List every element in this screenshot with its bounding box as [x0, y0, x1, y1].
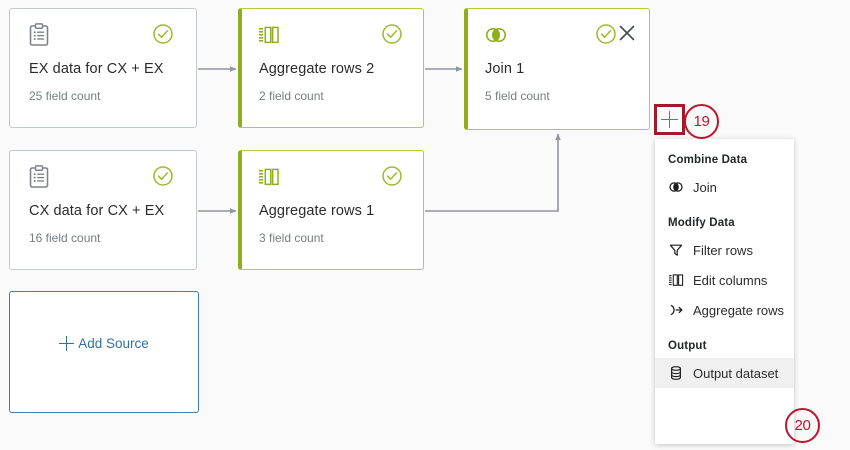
- join-icon: [484, 23, 506, 47]
- node-title: Join 1: [485, 61, 525, 77]
- menu-item-label: Aggregate rows: [693, 302, 785, 318]
- edit-columns-icon: [258, 165, 280, 189]
- menu-heading-output: Output: [668, 340, 707, 352]
- node-cx-data[interactable]: CX data for CX + EX 16 field count: [9, 150, 197, 270]
- check-circle-icon: [381, 165, 403, 187]
- check-circle-icon: [595, 23, 617, 45]
- menu-item-label: Output dataset: [693, 365, 779, 381]
- node-aggregate-rows-2[interactable]: Aggregate rows 2 2 field count: [238, 8, 424, 128]
- check-circle-icon: [152, 165, 174, 187]
- edit-columns-icon: [258, 23, 280, 47]
- add-source-button[interactable]: Add Source: [9, 291, 199, 413]
- clipboard-icon: [28, 23, 50, 47]
- menu-heading-modify-data: Modify Data: [668, 217, 735, 229]
- node-aggregate-rows-1[interactable]: Aggregate rows 1 3 field count: [238, 150, 424, 270]
- plus-icon: [59, 336, 75, 351]
- node-title: Aggregate rows 1: [259, 203, 375, 219]
- node-subtitle: 5 field count: [485, 89, 550, 103]
- plus-icon: [661, 111, 678, 128]
- menu-item-output-dataset[interactable]: Output dataset: [655, 358, 794, 388]
- add-step-plus-button[interactable]: [657, 107, 682, 132]
- add-source-label: Add Source: [78, 336, 149, 351]
- node-subtitle: 2 field count: [259, 89, 324, 103]
- database-icon: [668, 365, 684, 381]
- node-title: CX data for CX + EX: [29, 203, 165, 219]
- close-icon[interactable]: [617, 23, 637, 43]
- menu-item-label: Join: [693, 179, 717, 195]
- aggregate-icon: [668, 302, 684, 318]
- annotation-badge-20: 20: [785, 408, 820, 443]
- check-circle-icon: [381, 23, 403, 45]
- menu-item-label: Filter rows: [693, 242, 753, 258]
- node-subtitle: 25 field count: [29, 89, 101, 103]
- node-join-1[interactable]: Join 1 5 field count: [464, 8, 650, 130]
- node-title: Aggregate rows 2: [259, 61, 375, 77]
- menu-item-label: Edit columns: [693, 272, 768, 288]
- add-step-menu[interactable]: Combine Data Join Modify Data Filter row…: [655, 139, 794, 444]
- check-circle-icon: [152, 23, 174, 45]
- menu-item-join[interactable]: Join: [655, 172, 794, 202]
- node-title: EX data for CX + EX: [29, 61, 164, 77]
- menu-heading-combine-data: Combine Data: [668, 154, 748, 166]
- annotation-badge-19: 19: [684, 104, 719, 139]
- node-ex-data[interactable]: EX data for CX + EX 25 field count: [9, 8, 197, 128]
- node-subtitle: 3 field count: [259, 231, 324, 245]
- connector-agg1-to-join: [425, 133, 561, 212]
- edit-columns-icon: [668, 272, 684, 288]
- menu-item-edit-columns[interactable]: Edit columns: [655, 265, 794, 295]
- menu-item-aggregate-rows[interactable]: Aggregate rows: [655, 295, 794, 325]
- node-subtitle: 16 field count: [29, 231, 101, 245]
- clipboard-icon: [28, 165, 50, 189]
- menu-item-filter-rows[interactable]: Filter rows: [655, 235, 794, 265]
- filter-icon: [668, 242, 684, 258]
- join-icon: [668, 179, 684, 195]
